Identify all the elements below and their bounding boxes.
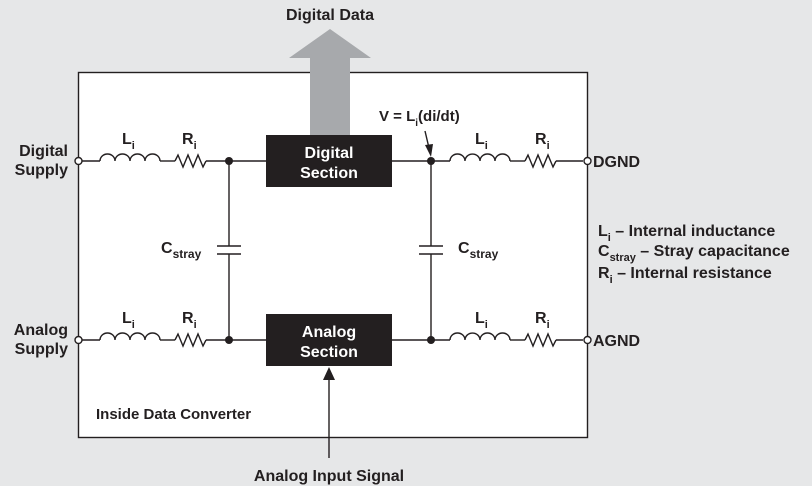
terminal-analog-supply-icon (74, 335, 83, 345)
resistor-icon (524, 332, 557, 348)
inductor-icon (449, 332, 511, 341)
digital-section: Digital Section (266, 135, 392, 187)
terminal-agnd-icon (583, 335, 592, 345)
legend-item: Cstray – Stray capacitance (598, 243, 790, 264)
terminal-dgnd-icon (583, 156, 592, 166)
voltage-equation: V = Li(di/dt) (379, 108, 460, 129)
inductor-icon (99, 153, 161, 162)
junction-dot-icon (427, 336, 435, 344)
inductor-label: Li (475, 310, 488, 331)
digital-section-line1: Digital (305, 145, 354, 162)
resistor-label: Ri (182, 310, 197, 331)
legend-item: Ri – Internal resistance (598, 265, 772, 286)
inductor-icon (449, 153, 511, 162)
resistor-icon (174, 332, 207, 348)
voltage-pointer-arrow-icon (425, 144, 433, 157)
analog-section-line1: Analog (302, 324, 356, 341)
digital-data-label: Digital Data (286, 7, 374, 24)
inductor-icon (99, 332, 161, 341)
junction-dot-icon (225, 157, 233, 165)
container-label: Inside Data Converter (96, 406, 251, 423)
terminal-digital-supply-icon (74, 156, 83, 166)
legend-item: Li – Internal inductance (598, 223, 775, 244)
digital-section-line2: Section (300, 165, 358, 182)
digital-data-arrow-icon (289, 29, 371, 187)
capacitor-label: Cstray (161, 240, 202, 261)
resistor-icon (524, 153, 557, 169)
analog-section-line2: Section (300, 344, 358, 361)
agnd-label: AGND (593, 333, 640, 350)
junction-dot-icon (225, 336, 233, 344)
resistor-label: Ri (535, 131, 550, 152)
analog-input-arrow-icon (323, 367, 335, 380)
capacitor-label: Cstray (458, 240, 499, 261)
resistor-label: Ri (182, 131, 197, 152)
legend: Li – Internal inductance Cstray – Stray … (598, 223, 790, 286)
analog-section: Analog Section (266, 314, 392, 366)
resistor-icon (174, 153, 207, 169)
voltage-equation-sub: i (415, 118, 418, 129)
resistor-label: Ri (535, 310, 550, 331)
voltage-equation-suffix: (di/dt) (418, 108, 460, 125)
voltage-equation-prefix: V = L (379, 108, 415, 125)
junction-dot-icon (427, 157, 435, 165)
inductor-label: Li (475, 131, 488, 152)
inductor-label: Li (122, 131, 135, 152)
inductor-label: Li (122, 310, 135, 331)
dgnd-label: DGND (593, 154, 640, 171)
analog-input-label: Analog Input Signal (254, 468, 404, 485)
